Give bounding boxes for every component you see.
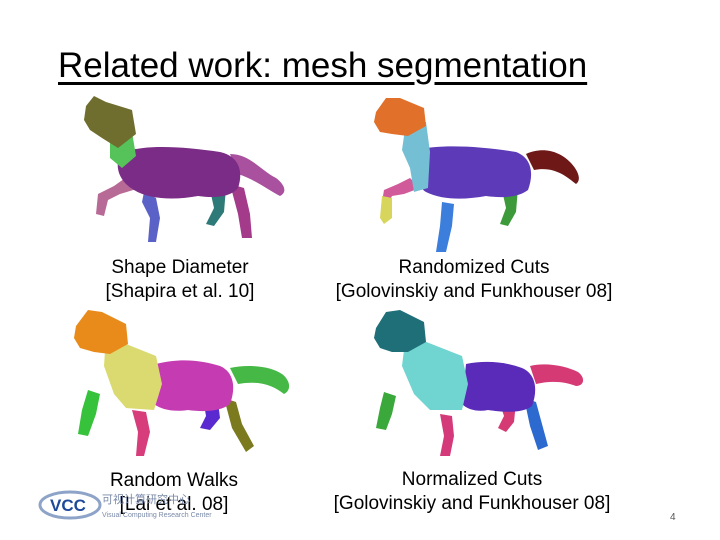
caption-citation: [Shapira et al. 10] (105, 281, 255, 302)
caption-randomized-cuts: Randomized Cuts [Golovinskiy and Funkhou… (296, 256, 652, 304)
segment-head (374, 98, 426, 136)
segment-hind-leg2 (436, 202, 454, 252)
vcc-logo: VCC 可视计算研究中心 Visual Computing Research C… (38, 490, 212, 520)
caption-citation: [Golovinskiy and Funkhouser 08] (335, 281, 613, 302)
segment-front-leg2 (376, 392, 396, 430)
segment-head (374, 310, 426, 352)
segment-body (154, 360, 234, 412)
segment-tail (526, 150, 579, 184)
segment-front-leg (132, 410, 150, 456)
segment-tail (230, 366, 290, 394)
caption-method-name: Random Walks (109, 470, 239, 491)
segment-front-leg (440, 414, 454, 456)
segment-hind-leg2 (524, 398, 548, 450)
segment-front-leg2 (380, 196, 392, 224)
segment-head (84, 96, 136, 148)
segment-front-leg2 (78, 390, 100, 436)
slide-title: Related work: mesh segmentation (58, 46, 588, 85)
horse-normalized-cuts-figure (374, 310, 584, 456)
segment-front-leg (382, 178, 420, 204)
horse-randomized-cuts-figure (374, 98, 579, 252)
caption-citation: [Golovinskiy and Funkhouser 08] (333, 493, 611, 514)
caption-method-name: Shape Diameter (111, 257, 249, 278)
svg-text:可视计算研究中心: 可视计算研究中心 (102, 492, 190, 506)
segment-neck (104, 336, 162, 410)
caption-method-name: Randomized Cuts (398, 257, 550, 278)
segment-body (462, 361, 536, 412)
segment-neck (402, 122, 430, 192)
page-number: 4 (670, 512, 676, 523)
caption-normalized-cuts: Normalized Cuts [Golovinskiy and Funkhou… (294, 468, 650, 516)
segment-hind-leg2 (224, 398, 254, 452)
segment-tail (230, 154, 285, 196)
segment-neck (402, 334, 468, 410)
caption-random-walks: Random Walks [Lai et al. 08] (84, 469, 264, 517)
segment-body (117, 147, 241, 199)
caption-shape-diameter: Shape Diameter [Shapira et al. 10] (80, 256, 280, 304)
caption-citation: [Lai et al. 08] (119, 494, 229, 515)
segment-hind-leg2 (230, 184, 252, 238)
segment-head (74, 310, 128, 354)
segment-body (413, 146, 532, 199)
segment-front-leg2 (142, 192, 160, 242)
caption-method-name: Normalized Cuts (401, 469, 543, 490)
horse-shape-diameter-figure (84, 96, 285, 242)
svg-text:Visual Computing Research Cent: Visual Computing Research Center (102, 512, 212, 519)
segment-tail (530, 364, 584, 386)
svg-text:VCC: VCC (50, 496, 86, 515)
segment-hind-leg (500, 188, 518, 226)
horse-random-walks-figure (74, 310, 290, 456)
segment-hind-leg (206, 188, 226, 226)
